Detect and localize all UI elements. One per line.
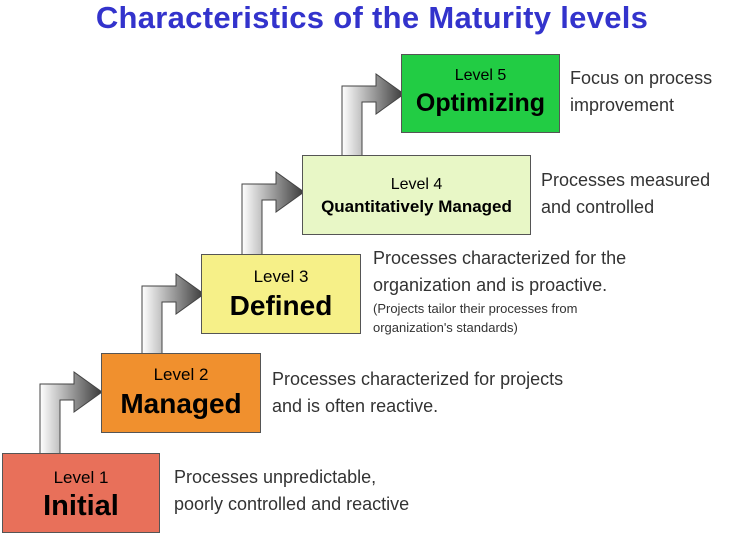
level-1-description: Processes unpredictable, poorly controll… bbox=[174, 464, 409, 518]
level-2-label: Level 2 bbox=[153, 365, 209, 384]
level-4-name: Quantitatively Managed bbox=[321, 197, 512, 216]
level-2-description-line-1: Processes characterized for projects bbox=[272, 369, 564, 389]
level-4-description-line-2: and controlled bbox=[541, 197, 655, 217]
level-3-note-line-2: organization's standards) bbox=[373, 320, 518, 335]
diagram-title: Characteristics of the Maturity levels bbox=[95, 0, 649, 35]
level-5-box: Level 5 Optimizing bbox=[401, 54, 560, 133]
level-2-description: Processes characterized for projects and… bbox=[272, 366, 563, 420]
level-4-label: Level 4 bbox=[390, 176, 443, 193]
level-3-note-line-1: (Projects tailor their processes from bbox=[373, 301, 578, 316]
level-4-description-line-1: Processes measured bbox=[541, 170, 711, 190]
level-2-box: Level 2 Managed bbox=[101, 353, 261, 433]
level-5-description: Focus on process improvement bbox=[570, 65, 712, 119]
arrow-level2-to-level3 bbox=[141, 273, 205, 356]
level-3-label: Level 3 bbox=[253, 267, 309, 286]
arrow-level1-to-level2 bbox=[39, 371, 103, 456]
arrow-level4-to-level5 bbox=[341, 73, 405, 158]
arrow-level3-to-level4 bbox=[241, 171, 305, 256]
level-3-box: Level 3 Defined bbox=[201, 254, 361, 334]
level-1-name: Initial bbox=[43, 490, 119, 522]
level-4-box: Level 4 Quantitatively Managed bbox=[302, 155, 531, 235]
level-3-description-line-2: organization and is proactive. bbox=[373, 275, 608, 295]
level-5-description-line-2: improvement bbox=[570, 95, 675, 115]
level-1-description-line-2: poorly controlled and reactive bbox=[174, 494, 410, 514]
level-1-box: Level 1 Initial bbox=[2, 453, 160, 533]
level-3-name: Defined bbox=[229, 290, 333, 321]
level-5-description-line-1: Focus on process bbox=[570, 68, 713, 88]
level-2-description-line-2: and is often reactive. bbox=[272, 396, 439, 416]
level-3-description-line-1: Processes characterized for the bbox=[373, 248, 627, 268]
level-5-label: Level 5 bbox=[454, 67, 507, 84]
level-5-name: Optimizing bbox=[415, 89, 546, 117]
level-4-description: Processes measured and controlled bbox=[541, 167, 710, 221]
level-2-name: Managed bbox=[120, 388, 242, 419]
level-1-label: Level 1 bbox=[53, 468, 109, 487]
level-3-description: Processes characterized for the organiza… bbox=[373, 245, 626, 337]
level-1-description-line-1: Processes unpredictable, bbox=[174, 467, 377, 487]
